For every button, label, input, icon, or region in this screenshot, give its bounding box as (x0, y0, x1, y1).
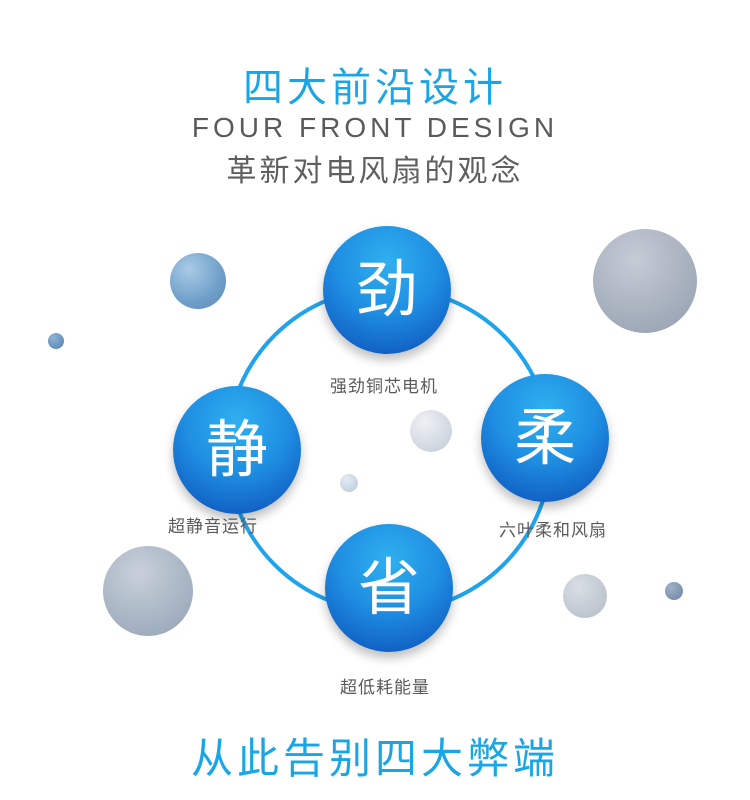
page-title: 四大前沿设计 (243, 65, 507, 111)
decor-bubble (170, 253, 226, 309)
decor-bubble (563, 574, 607, 618)
feature-caption-power: 强劲铜芯电机 (330, 377, 438, 397)
footer-title: 从此告别四大弊端 (190, 734, 559, 783)
decor-bubble (410, 410, 452, 452)
decor-bubble (103, 546, 193, 636)
feature-glyph: 静 (205, 413, 268, 486)
decor-bubble (48, 333, 64, 349)
feature-caption-quiet: 超静音运行 (168, 517, 258, 537)
feature-node-soft: 柔 (481, 374, 609, 502)
feature-node-power: 劲 (323, 226, 451, 354)
feature-glyph: 劲 (355, 253, 418, 326)
decor-bubble (340, 474, 358, 492)
feature-caption-soft: 六叶柔和风扇 (499, 521, 607, 541)
decor-bubble (665, 582, 683, 600)
feature-glyph: 柔 (513, 401, 576, 474)
chinese-subtitle: 革新对电风扇的观念 (226, 154, 524, 189)
feature-node-quiet: 静 (173, 386, 301, 514)
feature-glyph: 省 (357, 551, 420, 624)
feature-node-save: 省 (325, 524, 453, 652)
english-subtitle: FOUR FRONT DESIGN (191, 112, 559, 143)
decor-bubble (593, 229, 697, 333)
feature-caption-save: 超低耗能量 (340, 678, 430, 698)
